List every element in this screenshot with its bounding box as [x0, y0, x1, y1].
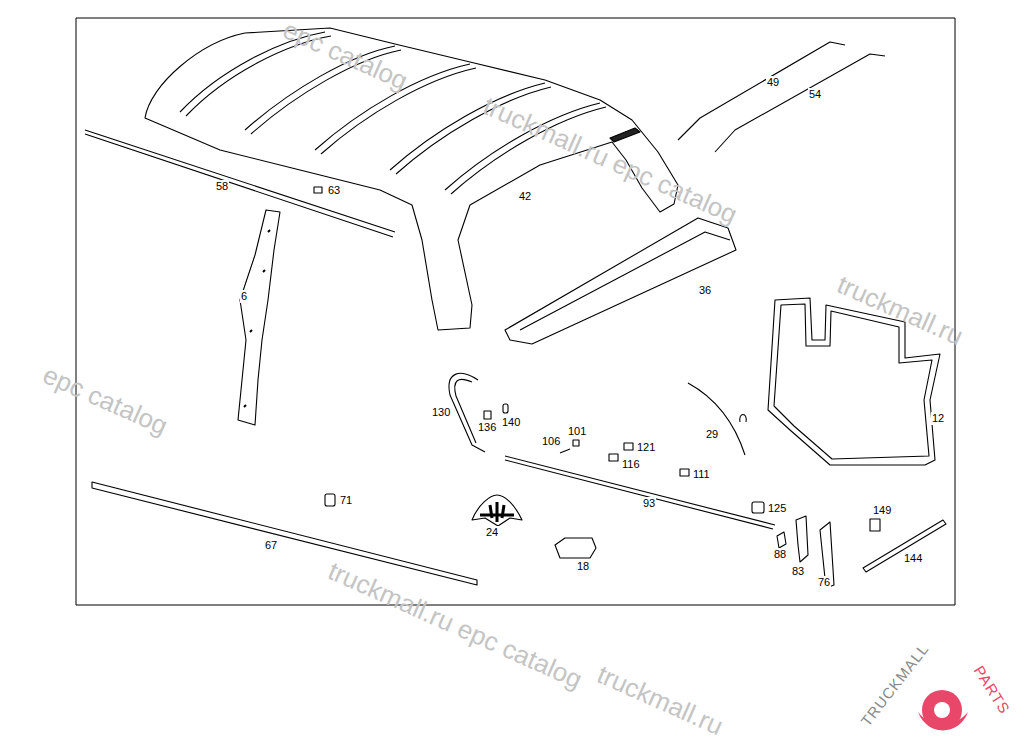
callout-number: 106: [541, 435, 561, 448]
spoiler-edge: [520, 232, 730, 330]
callout-number: 67: [264, 539, 278, 552]
roof-corner: [610, 128, 640, 142]
frame: [76, 18, 955, 605]
logo-gear: [934, 702, 950, 718]
callout-number: 88: [773, 548, 787, 561]
trim-strip: [678, 42, 845, 140]
seal-strip: [688, 383, 745, 455]
callout-number: 12: [931, 412, 945, 425]
callout-number: 71: [339, 494, 353, 507]
callout-number: 125: [767, 502, 787, 515]
callout-number: 24: [485, 526, 499, 539]
cap: [870, 519, 880, 531]
watermark: truckmall.ru epc catalog: [323, 555, 586, 694]
callout-number: 42: [518, 190, 532, 203]
callout-number: 6: [240, 290, 248, 303]
callout-number: 144: [903, 552, 923, 565]
clip: [314, 187, 322, 193]
callout-number: 54: [808, 88, 822, 101]
pillar: [238, 210, 280, 425]
callout-number: 76: [817, 576, 831, 589]
hook: [740, 415, 747, 423]
clip: [325, 494, 335, 506]
callout-number: 130: [431, 406, 451, 419]
emblem-detail: [480, 502, 514, 522]
logo-swoosh: [918, 712, 968, 730]
callout-number: 140: [501, 416, 521, 429]
clip: [573, 440, 579, 446]
trim-strip: [715, 54, 885, 152]
callout-number: 116: [621, 458, 641, 471]
callout-number: 29: [705, 428, 719, 441]
clip: [560, 449, 570, 453]
emblem: [472, 495, 522, 526]
clip: [624, 443, 633, 450]
callout-number: 63: [327, 184, 341, 197]
clip: [503, 404, 508, 413]
pillar-hole: [244, 230, 270, 407]
clip: [777, 532, 786, 548]
lamp: [555, 538, 596, 558]
callout-number: 93: [642, 497, 656, 510]
clip: [609, 454, 618, 461]
logo-gear: [918, 690, 968, 730]
callout-number: 18: [576, 560, 590, 573]
cap: [752, 502, 764, 513]
logo-text: TRUCKMALL: [857, 640, 933, 730]
clip: [484, 411, 491, 419]
callout-number: 111: [692, 468, 711, 481]
callout-number: 101: [567, 425, 587, 438]
callout-number: 149: [872, 504, 892, 517]
watermark: epc catalog: [278, 14, 412, 95]
trim-piece: [449, 373, 485, 452]
callout-number: 136: [477, 421, 497, 434]
clip: [680, 469, 689, 476]
callout-number: 49: [766, 76, 780, 89]
logo-text: PARTS: [970, 662, 1014, 717]
callout-number: 121: [636, 441, 656, 454]
sill-strip: [92, 482, 477, 585]
watermark: truckmall.ru epc catalog: [478, 90, 741, 229]
callout-number: 83: [791, 565, 805, 578]
callout-number: 58: [215, 180, 229, 193]
watermark: truckmall.ru: [833, 269, 968, 351]
callout-number: 36: [698, 284, 712, 297]
bracket: [796, 516, 808, 562]
rail: [505, 456, 775, 529]
watermark: epc catalog: [38, 359, 172, 440]
roof-strip: [85, 130, 395, 237]
trim-strip: [863, 520, 946, 572]
watermark: truckmall.ru: [593, 659, 728, 741]
spoiler: [505, 218, 736, 344]
